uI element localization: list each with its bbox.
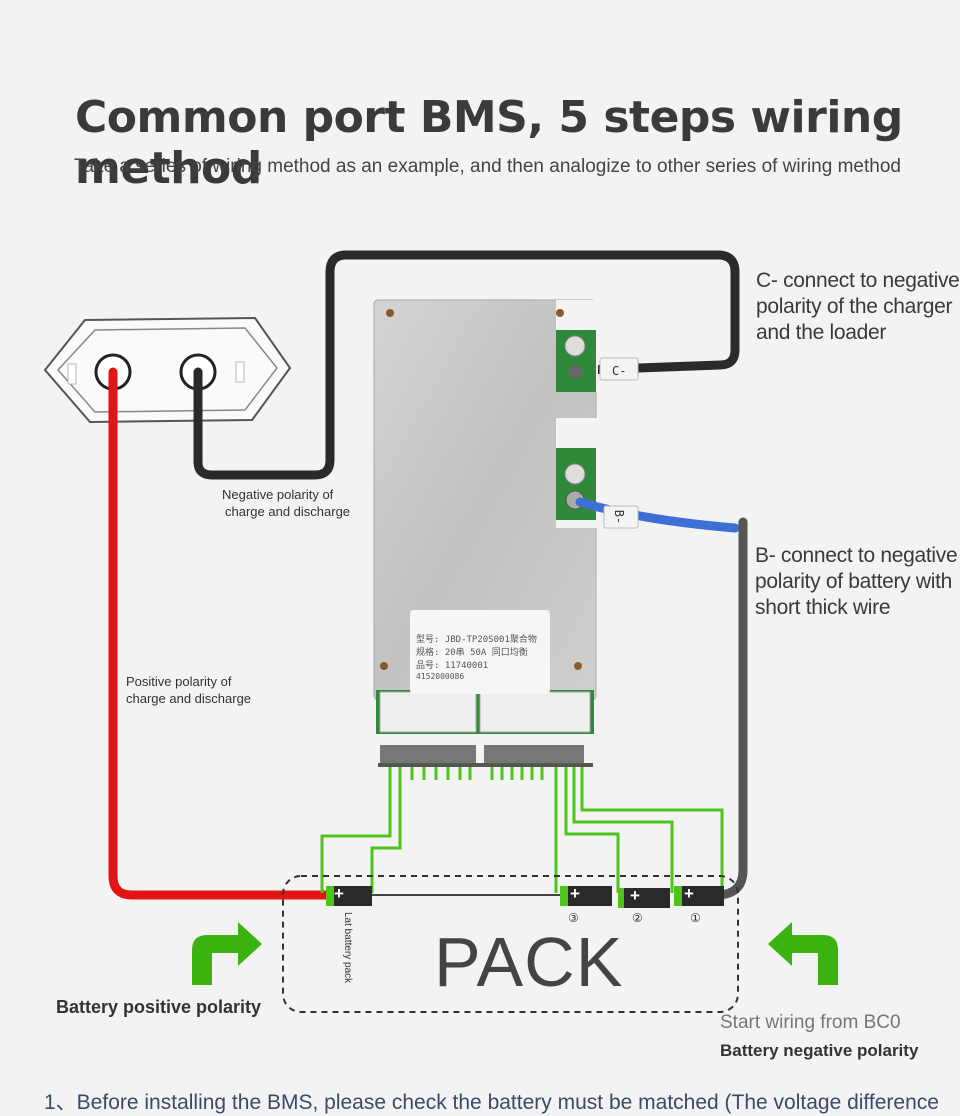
b-minus-label: B- connect to negative polarity of batte… — [755, 544, 958, 619]
cell-3-symbol: + — [570, 884, 580, 903]
c-minus-tag — [599, 357, 639, 381]
left-arrow-icon — [768, 922, 838, 985]
negative-polarity-label: Negative polarity of charge and discharg… — [222, 487, 351, 519]
b-minus-blue-wire — [575, 497, 740, 533]
pack-label: PACK — [434, 923, 624, 1001]
negative-wire — [193, 250, 740, 480]
last-battery-pack-label: Lat battery pack — [342, 912, 353, 984]
right-arrow-icon — [192, 922, 262, 985]
sticker-line-2: 规格: 20串 50A 同口均衡 — [416, 648, 528, 658]
cell-2 — [618, 888, 670, 908]
cell-3 — [560, 886, 612, 906]
cell-2-number: ② — [632, 911, 643, 925]
cell-3-number: ③ — [568, 911, 579, 925]
cell-1-symbol: + — [684, 884, 694, 903]
bms-sticker: 型号: JBD-TP20S001聚合物 规格: 20串 50A 同口均衡 品号:… — [410, 610, 550, 694]
bms-board — [373, 299, 598, 767]
sticker-line-3: 品号: 11740001 — [416, 661, 489, 671]
positive-wire — [108, 367, 337, 900]
plug-icon — [43, 316, 292, 424]
cell-last — [326, 886, 372, 906]
b-minus-grey-wire — [715, 517, 748, 900]
cell-1-number: ① — [690, 911, 701, 925]
cell-1 — [674, 886, 724, 906]
c-minus-label: C- connect to negative polarity of the c… — [756, 269, 960, 344]
cell-last-symbol: + — [334, 884, 344, 903]
positive-polarity-label: Positive polarity of charge and discharg… — [126, 674, 252, 706]
c-minus-tag-text: C- — [612, 364, 627, 378]
page-subtitle: Take a series of wiring method as an exa… — [74, 156, 901, 177]
battery-negative-label: Battery negative polarity — [720, 1041, 919, 1060]
pack-outline — [282, 875, 739, 1013]
balance-wires — [320, 767, 724, 893]
instruction-note: 1、Before installing the BMS, please chec… — [44, 1091, 939, 1114]
battery-positive-label: Battery positive polarity — [56, 997, 262, 1017]
cell-2-symbol: + — [630, 886, 640, 905]
b-minus-tag-text: B- — [612, 509, 627, 525]
sticker-barcode: 4152000086 — [416, 672, 465, 681]
page-title: Common port BMS, 5 steps wiring method — [75, 92, 903, 194]
b-minus-tag — [603, 505, 639, 529]
start-wiring-label: Start wiring from BC0 — [720, 1012, 901, 1033]
sticker-line-1: 型号: JBD-TP20S001聚合物 — [416, 635, 537, 645]
